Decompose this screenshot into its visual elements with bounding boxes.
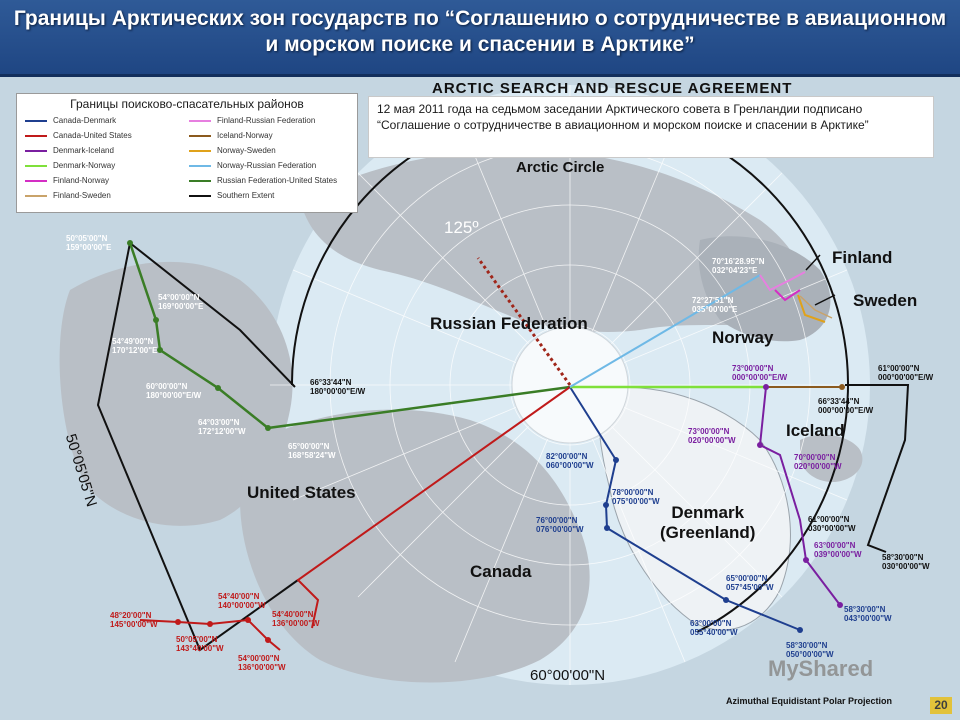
angle-label: 125º (444, 218, 479, 237)
norway-sweden-line (797, 294, 826, 323)
legend-item-iceland-norway: Iceland-Norway (189, 131, 273, 140)
iceland-norway-vertex (839, 384, 845, 390)
norway-label: Norway (712, 328, 774, 347)
legend-swatch (25, 194, 47, 197)
coord-label: 70°00'00"N 020°00'00"W (794, 453, 842, 471)
coord-label: 78°00'00"N 075°00'00"W (612, 488, 660, 506)
arctic-circle-label: Arctic Circle (516, 159, 605, 176)
coord-label: 73°00'00"N 000°00'00"E/W (732, 364, 788, 382)
coord-label: 48°20'00"N 145°00'00"W (110, 611, 158, 629)
coord-label: 54°00'00"N 136°00'00"W (238, 654, 286, 672)
finland-label: Finland (832, 248, 893, 267)
legend-item-canada-denmark: Canada-Denmark (25, 116, 116, 125)
legend-item-denmark-iceland: Denmark-Iceland (25, 146, 114, 155)
page-number-badge: 20 (930, 697, 952, 714)
coord-label: 58°30'00"N 043°00'00"W (844, 605, 892, 623)
coord-label: 54°40'00"N 140°00'00"W (218, 592, 266, 610)
coord-label: 61°00'00"N 000°00'00"E/W (878, 364, 934, 382)
legend-swatch (189, 149, 211, 152)
coord-label: 54°00'00"N 169°00'00"E (158, 293, 204, 311)
legend-swatch (189, 134, 211, 137)
canada-denmark-line (569, 386, 801, 631)
norway-russia-line (569, 274, 761, 388)
legend: Границы поисково-спасательных районов Ca… (16, 93, 358, 213)
southern-extent-bering (129, 242, 296, 388)
coord-label: 73°00'00"N 020°00'00"W (688, 427, 736, 445)
projection-footer: Azimuthal Equidistant Polar Projection (726, 696, 893, 706)
watermark-logo: MyShared (768, 656, 874, 681)
title-bar: Границы Арктических зон государств по “С… (0, 0, 960, 77)
legend-item-canada-us: Canada-United States (25, 131, 132, 140)
sweden-label: Sweden (853, 291, 918, 310)
coord-label: 50°05'00"N 143°40'00"W (176, 635, 224, 653)
coord-label: 70°16'28.95"N 032°04'23"E (712, 257, 765, 275)
coord-label: 82°00'00"N 060°00'00"W (546, 452, 594, 470)
legend-swatch (25, 149, 47, 152)
finland-norway-line (774, 289, 801, 302)
coord-label: 64°03'00"N 172°12'00"W (198, 418, 246, 436)
russia-us-line-north (267, 385, 571, 430)
legend-swatch (25, 119, 47, 122)
alaska-land (59, 261, 293, 526)
agreement-note: 12 мая 2011 года на седьмом заседании Ар… (368, 96, 934, 158)
iceland-land (800, 434, 863, 483)
coord-label: 61°00'00"N 030°00'00"W (808, 515, 856, 533)
legend-item-finland-sweden: Finland-Sweden (25, 191, 111, 200)
legend-swatch (189, 164, 211, 167)
canada-us-line (296, 386, 571, 629)
legend-item-southern-extent: Southern Extent (189, 191, 274, 200)
slide-title: Границы Арктических зон государств по “С… (13, 7, 947, 56)
legend-swatch (189, 179, 211, 182)
map-header: ARCTIC SEARCH AND RESCUE AGREEMENT (432, 80, 793, 97)
coord-label: 76°00'00"N 076°00'00"W (536, 516, 584, 534)
legend-swatch (25, 164, 47, 167)
legend-swatch (189, 119, 211, 122)
legend-swatch (25, 179, 47, 182)
legend-item-russia-us: Russian Federation-United States (189, 176, 337, 185)
coord-label: 58°30'00"N 030°00'00"W (882, 553, 930, 571)
coord-label: 65°00'00"N 057°45'00"W (726, 574, 774, 592)
legend-swatch (25, 134, 47, 137)
southern-extent-west (96, 242, 299, 652)
denmark-label: Denmark (Greenland) (660, 503, 756, 542)
canada-us-vertices (175, 617, 271, 643)
canada-label: Canada (470, 562, 532, 581)
finland-sweden-line (799, 295, 833, 319)
denmark-iceland-line (758, 386, 841, 606)
southern-extent-east (845, 384, 910, 553)
legend-item-denmark-norway: Denmark-Norway (25, 161, 115, 170)
coord-label: 63°00'00"N 039°00'00"W (814, 541, 862, 559)
coord-label: 50°05'00"N 159°00'00"E (66, 234, 112, 252)
sweden-pointer (814, 294, 836, 306)
russia-us-vertices (127, 240, 271, 431)
coord-label: 60°00'00"N 180°00'00"E/W (146, 382, 202, 400)
denmark-iceland-vertices (757, 384, 843, 608)
coord-label: 58°30'00"N 050°00'00"W (786, 641, 834, 659)
russia-label: Russian Federation (430, 314, 588, 333)
coord-label: 63°00'00"N 055°40'00"W (690, 619, 738, 637)
legend-item-norway-russia: Norway-Russian Federation (189, 161, 316, 170)
coord-label: 66°33'44"N 000°00'00"E/W (818, 397, 874, 415)
coord-label: 65°00'00"N 168°58'24"W (288, 442, 336, 460)
finland-pointer (805, 254, 821, 271)
legend-item-norway-sweden: Norway-Sweden (189, 146, 276, 155)
russia-land (300, 150, 805, 332)
canada-denmark-vertices (603, 457, 803, 633)
legend-item-finland-norway: Finland-Norway (25, 176, 109, 185)
coord-label: 54°40'00"N 136°00'00"W (272, 610, 320, 628)
us-label: United States (247, 483, 356, 502)
lat-bottom-label: 60°00'00"N (530, 667, 606, 684)
finland-russia-line (759, 271, 806, 292)
arctic-map (0, 77, 960, 720)
legend-item-finland-russia: Finland-Russian Federation (189, 116, 315, 125)
legend-title: Границы поисково-спасательных районов (70, 97, 304, 111)
angle-125-line (476, 257, 572, 386)
coord-label: 66°33'44"N 180°00'00"E/W (310, 378, 366, 396)
coord-label: 54°49'00"N 170°12'00"E (112, 337, 158, 355)
legend-swatch (189, 194, 211, 197)
coord-label: 72°27'51"N 035°00'00"E (692, 296, 738, 314)
canada-land (240, 409, 590, 683)
scandinavia-land (698, 236, 831, 342)
iceland-label: Iceland (786, 421, 845, 440)
